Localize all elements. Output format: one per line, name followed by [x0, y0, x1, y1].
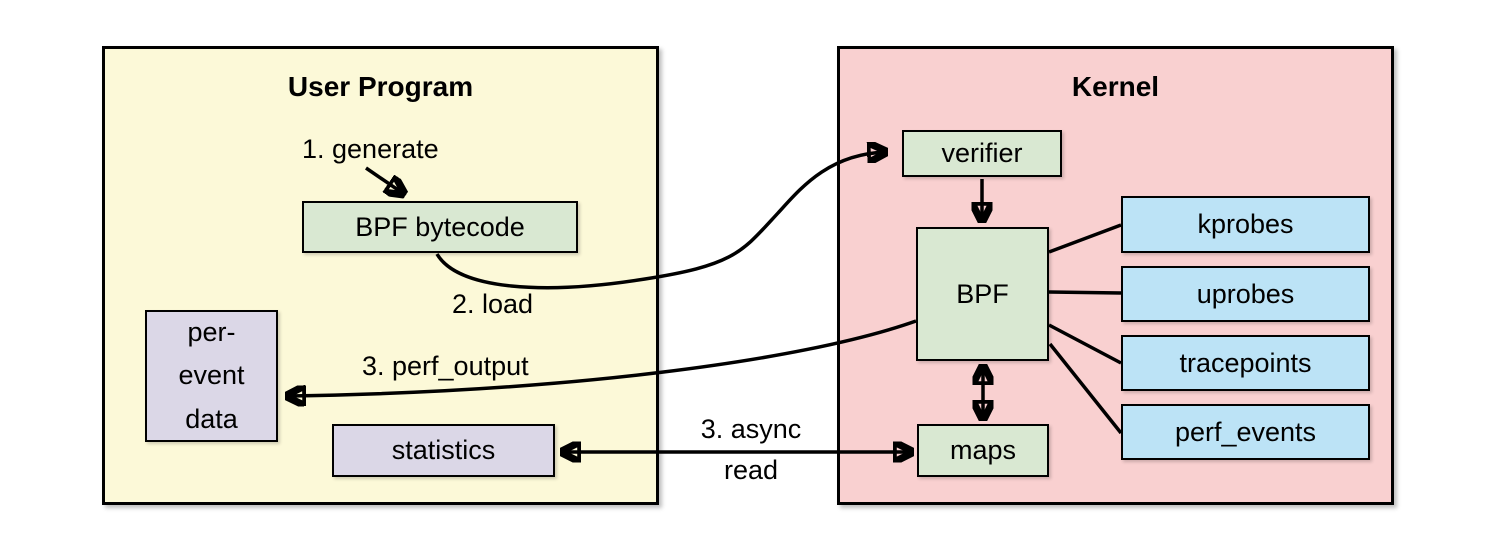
step-perf-output-label: 3. perf_output: [362, 351, 529, 381]
bpf-bytecode-box: BPF bytecode: [302, 201, 578, 253]
step-async-read-label-line1: 3. async: [700, 414, 802, 444]
statistics-box: statistics: [332, 424, 555, 477]
step-generate-label: 1. generate: [302, 134, 439, 164]
uprobes-box: uprobes: [1121, 266, 1370, 322]
user-program-title: User Program: [287, 71, 474, 102]
per-event-data-box: per- event data: [145, 310, 278, 442]
perf-events-box: perf_events: [1121, 404, 1370, 460]
bpf-box: BPF: [916, 227, 1049, 361]
tracepoints-box: tracepoints: [1121, 335, 1370, 391]
maps-box: maps: [917, 424, 1049, 477]
kprobes-box: kprobes: [1121, 196, 1370, 253]
step-load-label: 2. load: [452, 289, 534, 319]
step-async-read-label-line2: read: [723, 455, 779, 485]
kernel-title: Kernel: [1071, 71, 1160, 102]
verifier-box: verifier: [902, 130, 1062, 177]
